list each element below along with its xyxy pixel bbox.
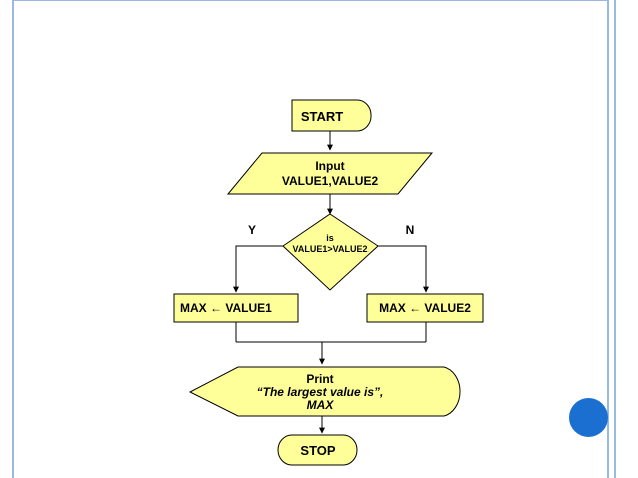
start-terminator	[291, 99, 372, 132]
input-label: Input VALUE1,VALUE2	[260, 159, 400, 189]
slide-frame-left	[12, 0, 14, 478]
input-parallelogram	[226, 152, 434, 195]
slide-frame-top	[12, 0, 608, 1]
decision-diamond	[282, 213, 379, 291]
print-label-line3: MAX	[306, 398, 334, 412]
assign-right-box	[366, 293, 484, 323]
no-label: N	[405, 223, 415, 237]
accent-circle-icon	[569, 398, 608, 437]
assign-left-box	[173, 293, 299, 323]
input-label-line2: VALUE1,VALUE2	[281, 174, 379, 188]
assign-left-label: MAX ← VALUE1	[180, 301, 272, 315]
print-label-line1: Print	[306, 372, 334, 386]
assign-right-label: MAX ← VALUE2	[379, 301, 471, 315]
decision-label: is VALUE1>VALUE2	[280, 233, 380, 255]
stop-terminator	[277, 434, 358, 466]
decision-label-line2: VALUE1>VALUE2	[292, 244, 368, 254]
yes-label: Y	[247, 223, 256, 237]
stop-label: STOP	[300, 443, 336, 458]
print-display-shape	[188, 366, 461, 417]
connector-no-branch	[378, 245, 429, 293]
start-label: START	[300, 109, 344, 124]
input-label-line1: Input	[315, 159, 345, 173]
slide-frame-right	[607, 0, 616, 478]
print-label: Print “The largest value is”, MAX	[230, 373, 410, 412]
print-label-line2: “The largest value is”,	[256, 385, 384, 399]
decision-label-line1: is	[326, 233, 334, 243]
connector-yes-branch	[233, 245, 283, 293]
